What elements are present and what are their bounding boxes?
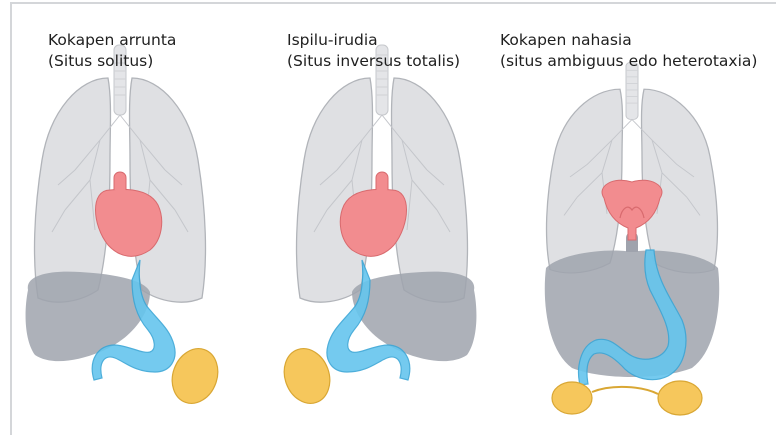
title-line: Kokapen nahasia bbox=[500, 30, 757, 51]
panel-title-heterotaxia: Kokapen nahasia (situs ambiguus edo hete… bbox=[500, 30, 757, 72]
title-line: Ispilu-irudia bbox=[287, 30, 460, 51]
title-line: (Situs inversus totalis) bbox=[287, 51, 460, 72]
spleen-right-illustration bbox=[658, 381, 702, 415]
title-line: (Situs solitus) bbox=[48, 51, 176, 72]
panel-situs-inversus bbox=[277, 45, 477, 410]
panel-situs-solitus bbox=[26, 45, 226, 410]
title-line: (situs ambiguus edo heterotaxia) bbox=[500, 51, 757, 72]
panel-heterotaxia bbox=[545, 62, 719, 415]
liver-illustration bbox=[26, 272, 150, 362]
spleen-left-illustration bbox=[552, 382, 592, 414]
panel-title-situs-solitus: Kokapen arrunta (Situs solitus) bbox=[48, 30, 176, 72]
liver-illustration bbox=[352, 272, 476, 362]
title-line: Kokapen arrunta bbox=[48, 30, 176, 51]
panel-title-situs-inversus: Ispilu-irudia (Situs inversus totalis) bbox=[287, 30, 460, 72]
